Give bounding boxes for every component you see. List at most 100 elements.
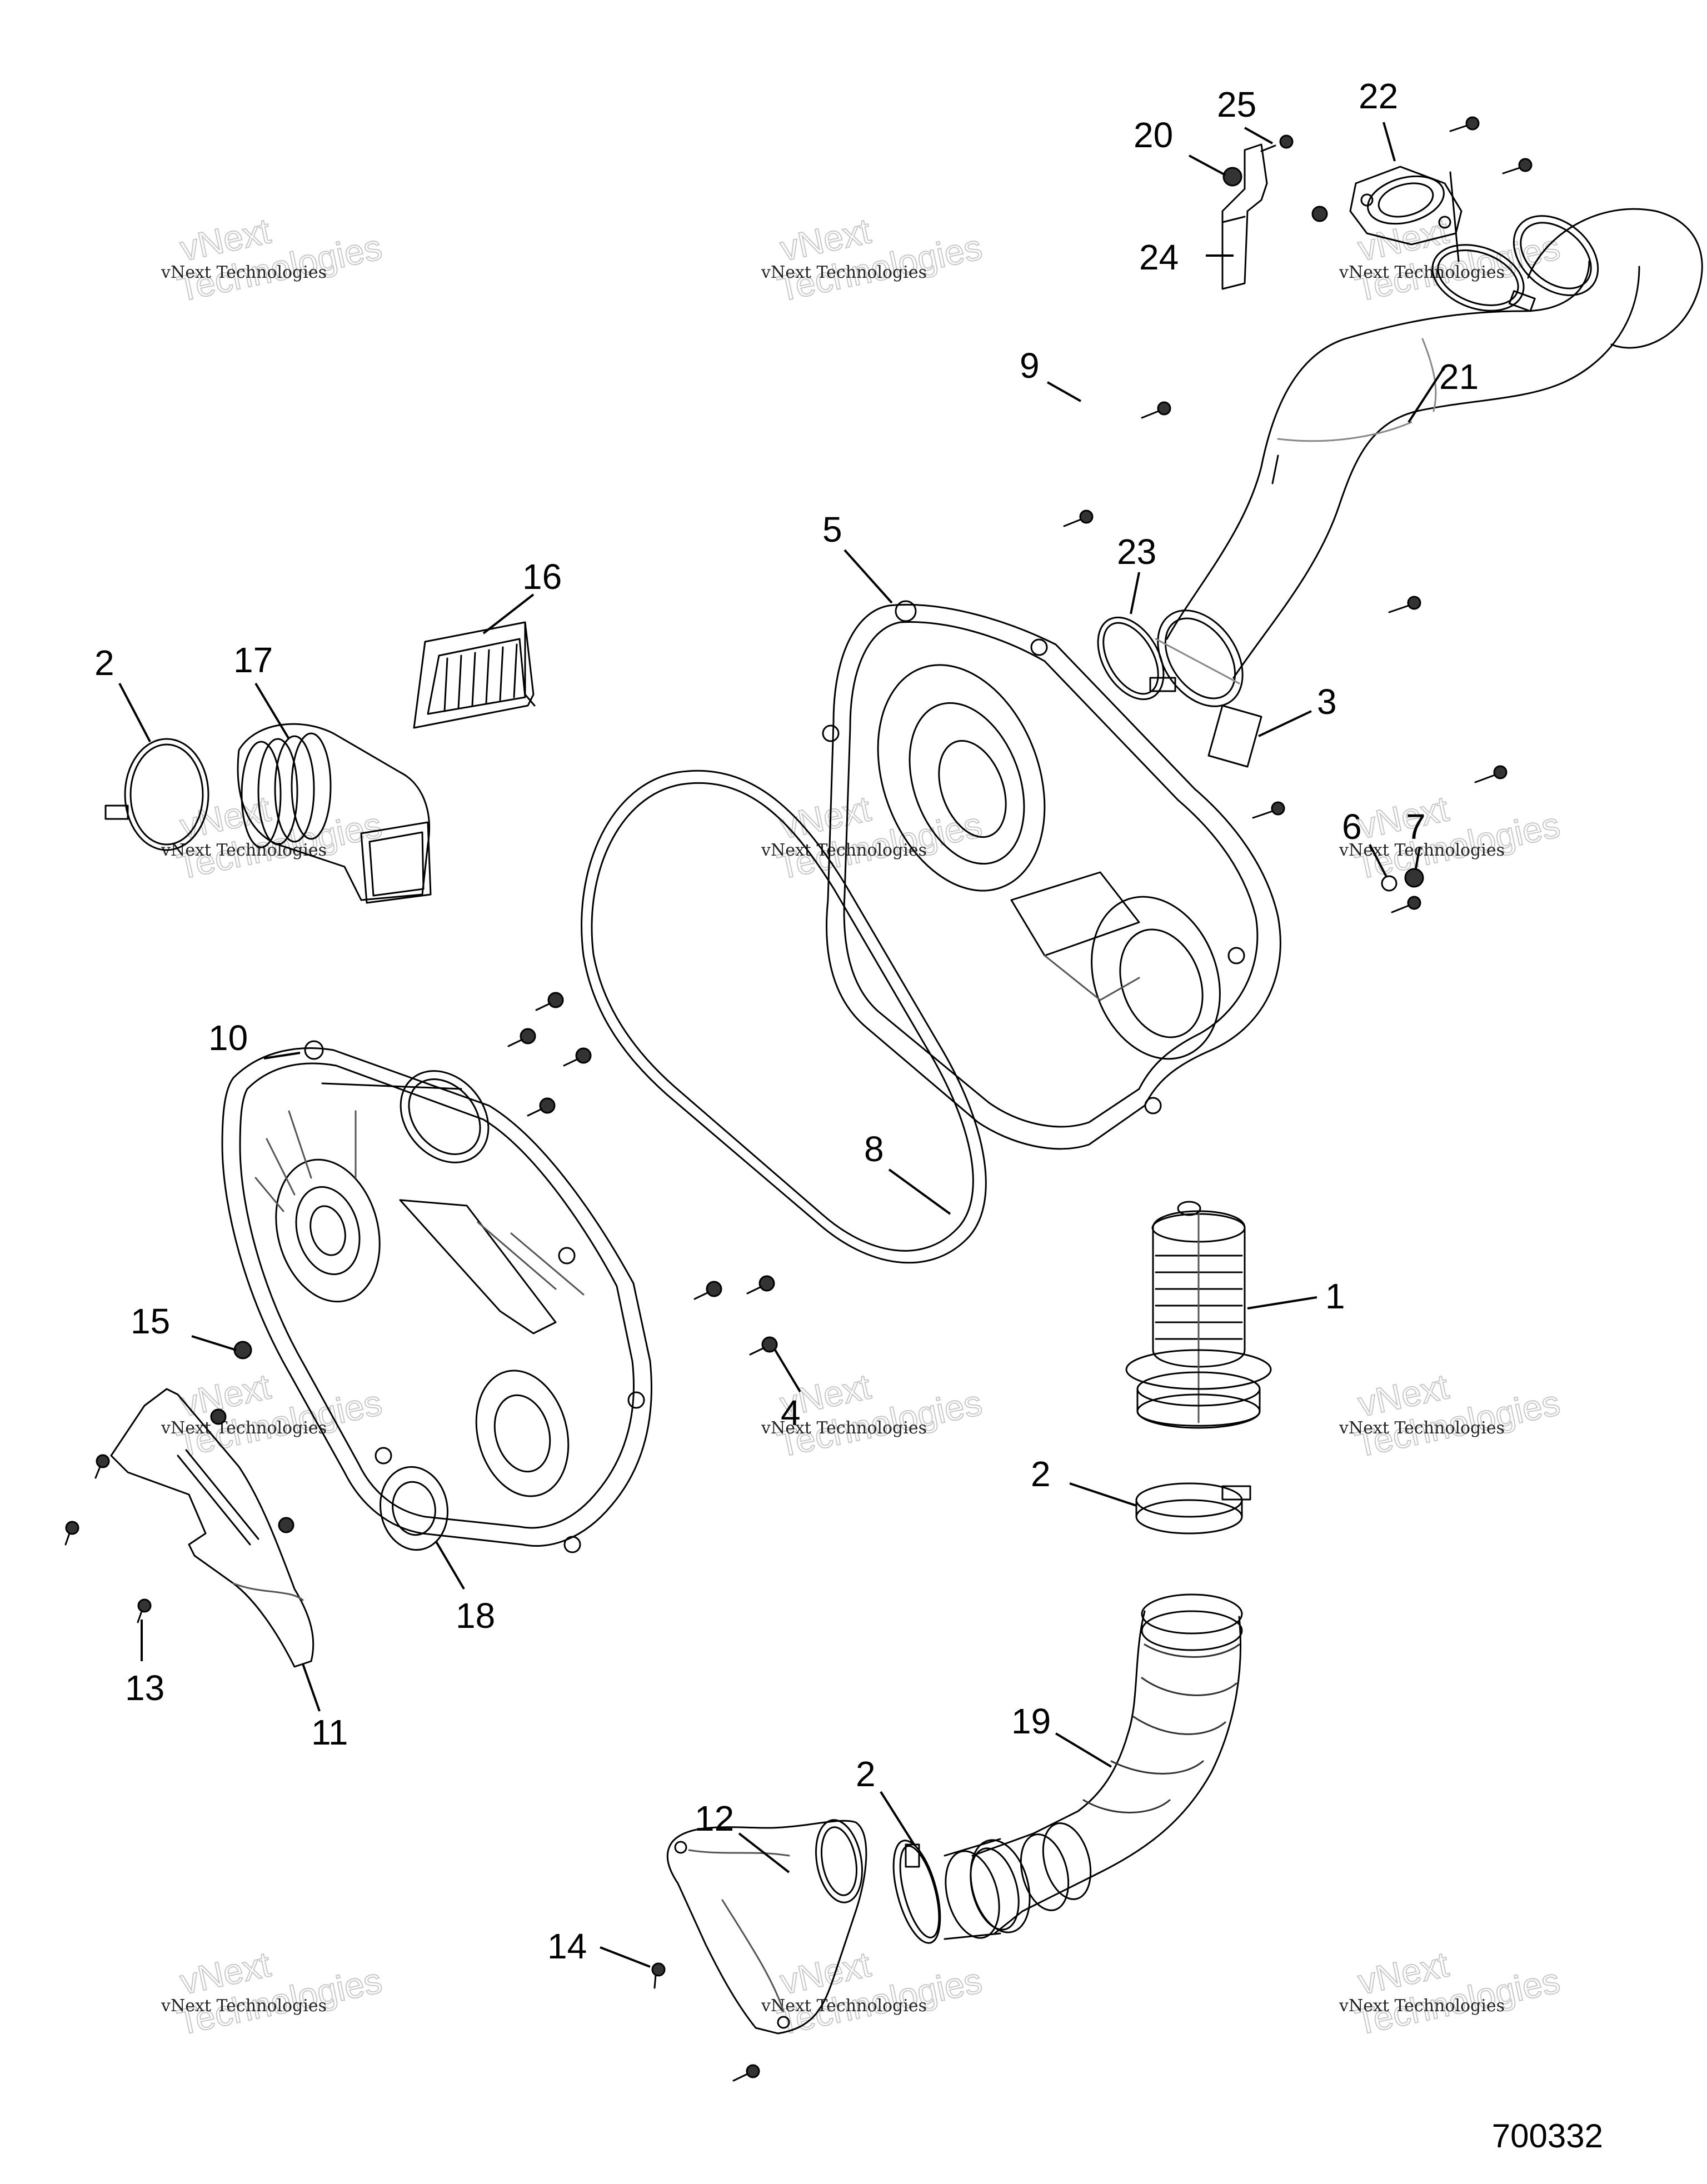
leader-line <box>843 549 893 604</box>
watermark: vNext Technologies vNext Technologies <box>161 1943 386 2043</box>
leader-line <box>888 1168 951 1215</box>
leader-line <box>1047 381 1081 402</box>
seal-part <box>374 1462 454 1556</box>
callout-9: 9 <box>1020 346 1040 386</box>
bracket-part <box>1222 144 1267 289</box>
callout-6: 6 <box>1342 807 1362 847</box>
bolt-part <box>1475 766 1506 782</box>
callout-14: 14 <box>547 1926 587 1966</box>
nut-part <box>1224 168 1241 186</box>
watermark: vNext Technologies vNext Technologies <box>761 210 986 309</box>
nut-part <box>279 1518 293 1532</box>
callout-1: 1 <box>1325 1276 1345 1316</box>
bolt-part <box>1450 117 1479 131</box>
callout-21: 21 <box>1439 357 1479 397</box>
bolt-part <box>66 1522 78 1545</box>
leader-line <box>1369 844 1387 877</box>
leader-line <box>1258 710 1312 737</box>
bolt-part <box>536 993 563 1010</box>
leader-line <box>1407 366 1446 423</box>
leader-line <box>1069 1482 1137 1507</box>
leader-line <box>254 682 290 740</box>
leader-line <box>774 1349 801 1393</box>
bolt-part <box>1253 802 1284 818</box>
bolt-part <box>1261 136 1292 151</box>
watermark-company: vNext Technologies <box>1339 1996 1505 2016</box>
bolt-part <box>733 2065 759 2081</box>
callout-13: 13 <box>125 1668 164 1708</box>
leader-line <box>1189 154 1226 176</box>
callout-8: 8 <box>864 1129 884 1169</box>
nut-part <box>1312 207 1327 221</box>
callout-19: 19 <box>1011 1701 1051 1741</box>
watermark-company: vNext Technologies <box>1339 263 1505 282</box>
callout-10: 10 <box>208 1018 248 1058</box>
watermark-company: vNext Technologies <box>161 841 327 860</box>
callout-2: 2 <box>94 643 114 683</box>
nut-part <box>1405 869 1423 887</box>
leader-line <box>263 1052 301 1059</box>
callout-5: 5 <box>822 509 842 549</box>
leader-line <box>1415 847 1421 869</box>
callout-16: 16 <box>522 557 562 597</box>
leader-line <box>435 1541 465 1590</box>
callout-18: 18 <box>456 1596 495 1636</box>
watermark-company: vNext Technologies <box>161 1996 327 2016</box>
washer-part <box>1382 876 1396 891</box>
watermark-company: vNext Technologies <box>761 263 927 282</box>
bolt-part <box>1389 597 1420 612</box>
watermark: vNext Technologies vNext Technologies <box>1339 788 1564 887</box>
bolt-part <box>1392 897 1420 912</box>
leader-line <box>880 1791 915 1846</box>
leader-line <box>482 593 535 634</box>
leader-line <box>191 1335 237 1351</box>
grill-screen-part <box>414 622 535 728</box>
watermark-company: vNext Technologies <box>1339 841 1505 860</box>
hose-clamp-part <box>885 1836 950 1948</box>
bolt-part <box>564 1048 591 1066</box>
watermark: vNext Technologies vNext Technologies <box>1339 1366 1564 1465</box>
callout-20: 20 <box>1134 115 1173 155</box>
leader-line <box>1247 1296 1317 1310</box>
callout-3: 3 <box>1317 682 1337 722</box>
leader-line <box>1055 1732 1112 1768</box>
nut-part <box>211 1410 226 1424</box>
drive-belt-part <box>582 771 986 1263</box>
callout-2: 2 <box>1031 1454 1051 1494</box>
bolt-part <box>508 1029 535 1046</box>
decal-part <box>1209 706 1261 767</box>
bolt-part <box>1503 159 1531 173</box>
callout-22: 22 <box>1359 76 1398 116</box>
callout-labels: 25 22 20 24 21 9 23 5 16 17 2 3 6 7 10 8… <box>94 76 1479 1966</box>
leader-line <box>302 1663 321 1712</box>
bolt-part <box>652 1963 665 1988</box>
bolt-part <box>695 1282 721 1299</box>
callout-17: 17 <box>233 640 273 680</box>
callout-24: 24 <box>1139 237 1179 277</box>
hose-clamp-part <box>1136 1483 1250 1533</box>
bolt-part <box>1064 511 1092 526</box>
bolt-part <box>138 1600 151 1622</box>
outer-clutch-cover-part <box>823 601 1280 1149</box>
watermark-company: vNext Technologies <box>161 1418 327 1438</box>
leader-lines <box>118 122 1446 1968</box>
callout-15: 15 <box>131 1301 170 1341</box>
callout-25: 25 <box>1217 84 1256 124</box>
callout-12: 12 <box>695 1798 734 1838</box>
watermark: vNext Technologies vNext Technologies <box>161 210 386 309</box>
inner-clutch-cover-part <box>222 1041 651 1552</box>
flange-boot-part <box>1350 167 1461 261</box>
watermark: vNext Technologies vNext Technologies <box>761 1943 986 2043</box>
hose-clamp-part <box>1423 233 1535 323</box>
watermark: vNext Technologies vNext Technologies <box>761 788 986 887</box>
callout-4: 4 <box>781 1393 801 1433</box>
leader-line <box>118 683 151 742</box>
leader-line <box>1130 572 1140 614</box>
callout-2: 2 <box>856 1754 876 1794</box>
nut-part <box>234 1342 251 1358</box>
leader-line <box>738 1832 790 1873</box>
bolt-part <box>96 1455 109 1478</box>
bolt-part <box>750 1337 777 1355</box>
filter-part <box>1126 1202 1271 1428</box>
